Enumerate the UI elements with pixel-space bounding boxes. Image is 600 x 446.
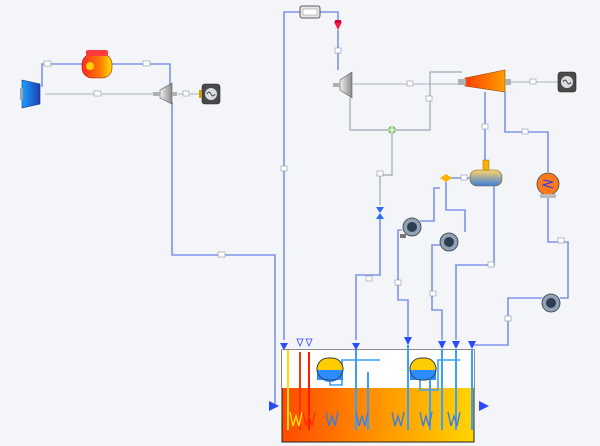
pipe-pump2-to-hrsg [431, 244, 443, 340]
pipe-deaerator-to-hrsg [455, 186, 495, 340]
tag [521, 128, 529, 135]
pump-icon[interactable] [439, 232, 459, 252]
turbine-icon[interactable] [333, 71, 353, 99]
coil [419, 411, 433, 427]
tag [406, 80, 414, 87]
tag [425, 95, 433, 102]
tag [217, 251, 226, 258]
tag [365, 275, 373, 282]
heater-icon[interactable] [299, 5, 321, 19]
splitter-icon[interactable] [440, 174, 452, 182]
generator-icon[interactable] [557, 71, 577, 93]
hrsg [269, 337, 489, 443]
pipe-hrsg-to-heater [283, 11, 300, 340]
port-arrow [296, 338, 304, 348]
coil [325, 411, 339, 427]
tag [429, 290, 437, 297]
coil [355, 411, 369, 427]
drum-icon[interactable] [316, 357, 344, 382]
hrsg-top [282, 350, 474, 388]
pipe-hp-exhaust [349, 98, 388, 131]
pipe-comp-to-burner [41, 63, 82, 87]
pipe-valve-to-hrsg [355, 219, 381, 340]
pipe-pump1-to-hrsg [397, 229, 409, 340]
compressor-icon[interactable] [20, 79, 41, 109]
coil [302, 411, 316, 427]
port-arrow [438, 341, 446, 349]
tag [557, 237, 565, 244]
port-arrow [404, 337, 412, 345]
generator-icon[interactable] [199, 83, 221, 105]
pipe-burner-to-turbine [112, 63, 171, 85]
turbine-icon[interactable] [458, 69, 511, 93]
drum-icon[interactable] [409, 357, 437, 381]
tag [487, 261, 495, 268]
tag [280, 165, 288, 172]
port-arrow [352, 343, 360, 350]
tag [376, 170, 384, 177]
tag [334, 47, 342, 54]
tag [43, 60, 52, 67]
pipe-condenser-to-pump3 [547, 198, 569, 299]
pipe-heater-to-valve [320, 11, 339, 22]
valve-icon[interactable] [334, 20, 342, 30]
tag [394, 279, 402, 286]
port-arrow [305, 338, 313, 348]
gas-inlet-arrow [269, 401, 279, 411]
pipe-splitter-to-pump2 [445, 182, 466, 232]
burner-icon[interactable] [81, 50, 113, 79]
condenser-icon[interactable] [536, 172, 560, 198]
hx-tube [419, 359, 460, 391]
pump-icon[interactable] [541, 293, 561, 313]
pipe-pump3-to-hrsg [472, 297, 542, 346]
tag [142, 60, 151, 67]
mixer-icon[interactable] [388, 126, 396, 134]
tag [182, 90, 190, 97]
tag [504, 315, 512, 322]
steam-cycle-section [280, 5, 577, 346]
gas-turbine-section [20, 50, 276, 405]
tag [481, 123, 489, 130]
coil [447, 411, 461, 427]
gas-outlet-arrow [479, 401, 489, 411]
pipe-mixer-down [379, 134, 393, 205]
tank-icon[interactable] [469, 159, 503, 187]
coil [391, 411, 405, 427]
pipe-pump1-out [420, 187, 440, 222]
port-arrow [468, 341, 476, 349]
pump-icon[interactable] [400, 217, 422, 238]
tag [93, 90, 102, 97]
coil [289, 411, 303, 427]
tag [529, 78, 537, 85]
tag [460, 174, 468, 181]
port-arrow [280, 343, 288, 350]
port-arrow [452, 341, 460, 349]
valve-icon[interactable] [376, 207, 384, 219]
turbine-icon[interactable] [153, 82, 177, 105]
